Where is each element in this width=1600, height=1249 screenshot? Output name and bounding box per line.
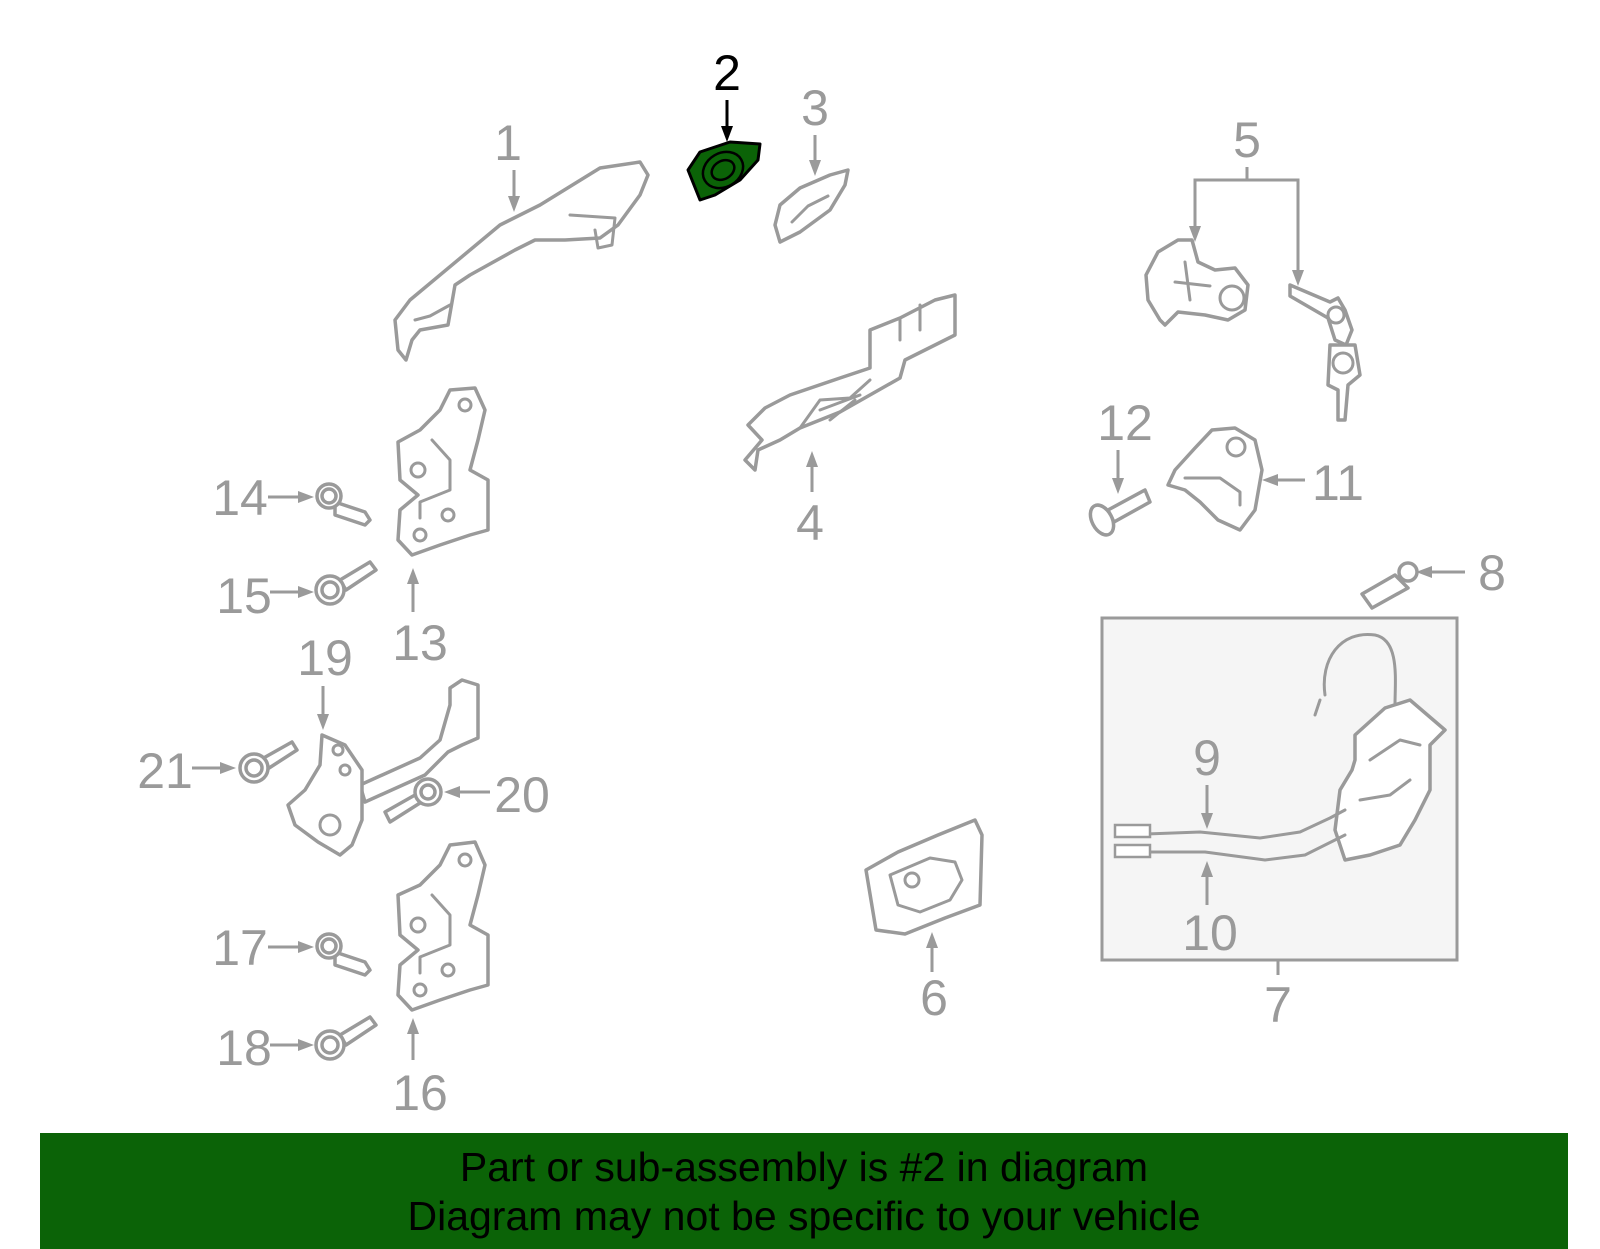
callout-label-19: 19	[297, 630, 353, 686]
part-6-latch[interactable]	[864, 818, 984, 936]
callout-12: 12	[1097, 395, 1153, 494]
callout-14: 14	[212, 470, 314, 526]
part-1-door-handle[interactable]	[393, 160, 650, 362]
callout-18: 18	[216, 1020, 314, 1076]
callout-19: 19	[297, 630, 353, 730]
part-8-screw[interactable]	[1360, 561, 1419, 610]
callout-8: 8	[1416, 545, 1506, 601]
callout-label-13: 13	[392, 615, 448, 671]
part-15-bolt[interactable]	[314, 560, 378, 606]
callout-label-1: 1	[494, 115, 522, 171]
part-14-bolt[interactable]	[315, 482, 372, 527]
part-11-latch-cover[interactable]	[1166, 426, 1264, 532]
banner-line-1: Part or sub-assembly is #2 in diagram	[459, 1144, 1149, 1190]
info-banner: Part or sub-assembly is #2 in diagram Di…	[40, 1133, 1568, 1249]
callout-7: 7	[1264, 960, 1292, 1033]
callout-label-10: 10	[1182, 905, 1238, 961]
callout-label-6: 6	[920, 970, 948, 1026]
callout-9: 9	[1193, 730, 1221, 829]
banner-line-2: Diagram may not be specific to your vehi…	[407, 1193, 1201, 1239]
part-2-cap-highlighted[interactable]	[686, 140, 762, 202]
callout-label-4: 4	[796, 495, 824, 551]
part-13-upper-hinge[interactable]	[396, 386, 490, 557]
callout-16: 16	[392, 1018, 448, 1121]
callout-21: 21	[137, 743, 236, 799]
callout-label-11: 11	[1312, 455, 1364, 511]
callout-label-9: 9	[1193, 730, 1221, 786]
part-19-door-check[interactable]	[286, 678, 480, 857]
callout-13: 13	[392, 568, 448, 671]
callout-20: 20	[444, 767, 550, 823]
callout-2: 2	[713, 45, 741, 142]
callout-label-14: 14	[212, 470, 268, 526]
callout-label-21: 21	[137, 743, 193, 799]
part-16-lower-hinge[interactable]	[396, 840, 490, 1012]
callout-label-2: 2	[713, 45, 741, 101]
callout-label-12: 12	[1097, 395, 1153, 451]
callout-label-15: 15	[216, 568, 272, 624]
part-21-bolt[interactable]	[238, 740, 299, 784]
part-12-bolt[interactable]	[1086, 488, 1152, 539]
callout-label-16: 16	[392, 1065, 448, 1121]
part-7-lock-actuator-assembly[interactable]	[1100, 616, 1459, 962]
callout-1: 1	[494, 115, 522, 212]
part-3-cover[interactable]	[773, 168, 850, 244]
callout-label-5: 5	[1233, 112, 1261, 168]
callout-6: 6	[920, 932, 948, 1026]
callout-5: 5	[1189, 112, 1304, 286]
callout-label-18: 18	[216, 1020, 272, 1076]
part-20-bolt[interactable]	[383, 777, 443, 824]
part-5-keys[interactable]	[1288, 283, 1362, 422]
callout-10: 10	[1182, 861, 1238, 961]
callout-15: 15	[216, 568, 314, 624]
part-17-bolt[interactable]	[315, 932, 372, 977]
callout-11: 11	[1262, 455, 1364, 511]
part-18-bolt[interactable]	[314, 1015, 378, 1061]
callout-label-17: 17	[212, 920, 268, 976]
callout-4: 4	[796, 451, 824, 551]
callout-label-3: 3	[801, 80, 829, 136]
callout-label-8: 8	[1478, 545, 1506, 601]
callout-label-20: 20	[494, 767, 550, 823]
part-5-lock-cylinder[interactable]	[1144, 238, 1250, 327]
part-4-handle-bracket[interactable]	[743, 293, 957, 472]
callout-label-7: 7	[1264, 977, 1292, 1033]
callout-3: 3	[801, 80, 829, 176]
callout-17: 17	[212, 920, 314, 976]
